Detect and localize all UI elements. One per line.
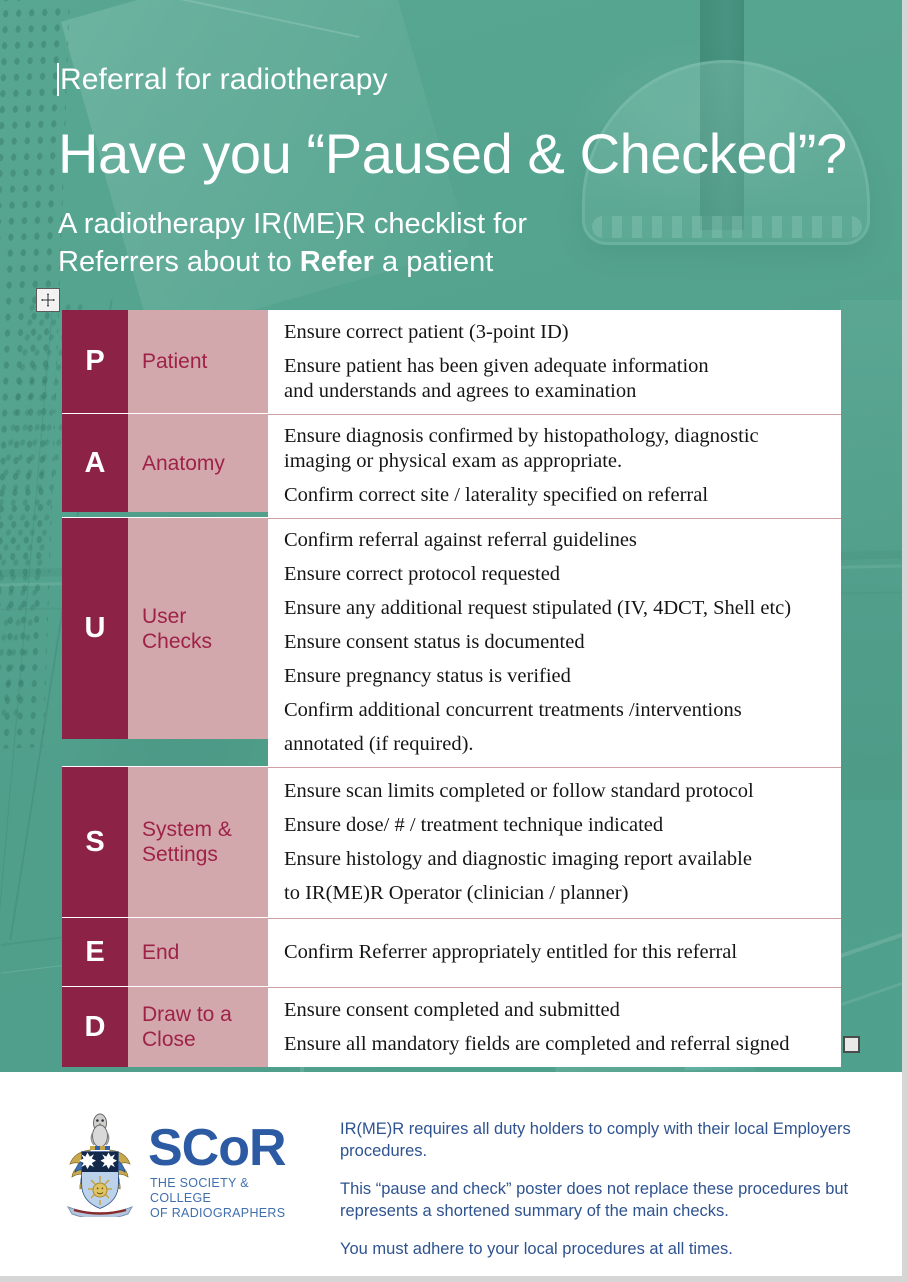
check-item: to IR(ME)R Operator (clinician / planner… xyxy=(284,882,629,904)
row-checks: Confirm Referrer appropriately entitled … xyxy=(268,918,841,986)
scor-wordmark: SCoR xyxy=(148,1119,287,1177)
check-item: Confirm referral against referral guidel… xyxy=(284,529,637,551)
check-item: Confirm correct site / laterality specif… xyxy=(284,484,709,506)
table-row: U User Checks Confirm referral against r… xyxy=(62,518,841,767)
scor-tagline-line2: OF RADIOGRAPHERS xyxy=(150,1206,286,1220)
hero-subhead-refer-bold: Refer xyxy=(299,246,374,278)
row-label-line1: Draw to a xyxy=(142,1003,232,1026)
footer-disclaimer: IR(ME)R requires all duty holders to com… xyxy=(340,1118,880,1260)
row-label-line1: User xyxy=(142,604,187,628)
table-row: S System & Settings Ensure scan limits c… xyxy=(62,767,841,918)
table-row: D Draw to a Close Ensure consent complet… xyxy=(62,987,841,1067)
coat-of-arms-crest-icon xyxy=(66,1113,134,1217)
row-label-line2: Checks xyxy=(142,629,213,653)
hero-headline: Have you “Paused & Checked”? xyxy=(58,122,847,185)
footer-paragraph: This “pause and check” poster does not r… xyxy=(340,1180,849,1220)
check-item: Ensure correct protocol requested xyxy=(284,563,561,585)
footer-paragraph: You must adhere to your local procedures… xyxy=(340,1240,733,1258)
move-four-arrow-icon[interactable] xyxy=(36,288,60,312)
row-letter: U xyxy=(62,518,128,739)
row-label-line1: System & xyxy=(142,818,232,841)
scor-tagline-line1: THE SOCIETY & COLLEGE xyxy=(150,1176,249,1205)
check-item: Ensure histology and diagnostic imaging … xyxy=(284,848,752,870)
check-item: Ensure dose/ # / treatment technique ind… xyxy=(284,814,664,836)
row-checks: Ensure scan limits completed or follow s… xyxy=(268,767,841,917)
row-letter: D xyxy=(62,987,128,1067)
check-item: Ensure correct patient (3-point ID) xyxy=(284,320,569,343)
row-label-line2: Settings xyxy=(142,843,218,866)
hero-subhead-line2-after: a patient xyxy=(373,246,494,278)
row-checks: Ensure correct patient (3-point ID) Ensu… xyxy=(268,310,841,413)
check-item: Ensure scan limits completed or follow s… xyxy=(284,780,754,802)
row-label: Draw to a Close xyxy=(128,987,268,1067)
row-letter: S xyxy=(62,767,128,917)
check-item: Ensure patient has been given adequate i… xyxy=(284,354,709,377)
scor-tagline: THE SOCIETY & COLLEGE OF RADIOGRAPHERS xyxy=(150,1176,290,1221)
check-item: Ensure diagnosis confirmed by histopatho… xyxy=(284,425,759,447)
footer-paragraph: IR(ME)R requires all duty holders to com… xyxy=(340,1120,851,1160)
text-caret xyxy=(57,63,59,96)
hero-subhead-line2: Referrers about to Refer a patient xyxy=(58,243,527,281)
table-row: A Anatomy Ensure diagnosis confirmed by … xyxy=(62,414,841,518)
row-checks: Confirm referral against referral guidel… xyxy=(268,518,841,766)
row-label-line2: Close xyxy=(142,1028,196,1051)
check-item: imaging or physical exam as appropriate. xyxy=(284,450,623,472)
check-item: Confirm Referrer appropriately entitled … xyxy=(284,941,738,963)
table-row: P Patient Ensure correct patient (3-poin… xyxy=(62,310,841,414)
row-letter: P xyxy=(62,310,128,413)
check-item: Ensure consent completed and submitted xyxy=(284,999,620,1021)
check-item: annotated (if required). xyxy=(284,733,474,755)
check-item: Ensure pregnancy status is verified xyxy=(284,665,571,687)
row-label: Patient xyxy=(128,310,268,413)
hero-kicker: Referral for radiotherapy xyxy=(60,63,388,96)
scor-logo: SCoR THE SOCIETY & COLLEGE OF RADIOGRAPH… xyxy=(60,1112,290,1220)
check-item: Ensure any additional request stipulated… xyxy=(284,597,792,619)
row-checks: Ensure consent completed and submitted E… xyxy=(268,987,841,1067)
row-label: Anatomy xyxy=(128,414,268,512)
right-page-edge xyxy=(902,0,908,1282)
table-row: E End Confirm Referrer appropriately ent… xyxy=(62,918,841,987)
row-label: End xyxy=(128,918,268,986)
check-item: Ensure all mandatory fields are complete… xyxy=(284,1033,790,1055)
hero-subhead: A radiotherapy IR(ME)R checklist for Ref… xyxy=(58,205,527,281)
check-item: Ensure consent status is documented xyxy=(284,631,585,653)
bottom-page-edge xyxy=(0,1276,908,1282)
footer-panel: SCoR THE SOCIETY & COLLEGE OF RADIOGRAPH… xyxy=(0,1072,902,1282)
hero-subhead-line1: A radiotherapy IR(ME)R checklist for xyxy=(58,208,527,240)
row-letter: A xyxy=(62,414,128,512)
check-item: and understands and agrees to examinatio… xyxy=(284,379,637,402)
row-label: System & Settings xyxy=(128,767,268,917)
resize-square-handle-icon[interactable] xyxy=(843,1036,860,1053)
check-item: Confirm additional concurrent treatments… xyxy=(284,699,742,721)
row-label: User Checks xyxy=(128,518,268,739)
row-checks: Ensure diagnosis confirmed by histopatho… xyxy=(268,414,841,517)
checklist-table: P Patient Ensure correct patient (3-poin… xyxy=(62,310,841,1067)
row-letter: E xyxy=(62,918,128,986)
hero-subhead-line2-before: Referrers about to xyxy=(58,246,300,278)
